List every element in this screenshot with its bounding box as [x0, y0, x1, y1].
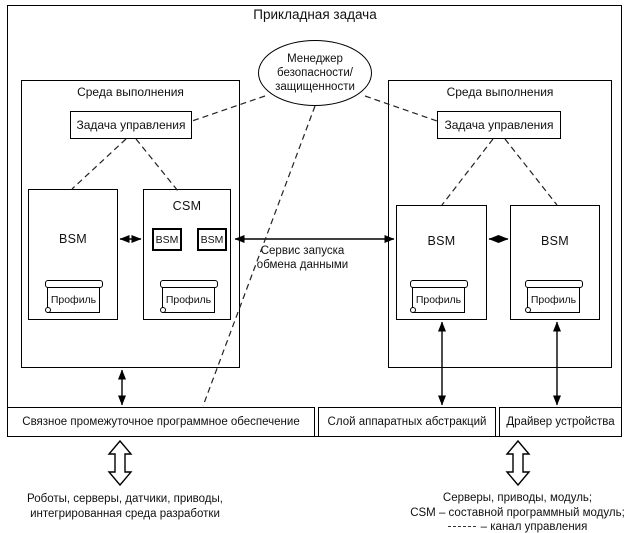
dashed-line-sample-icon — [447, 525, 476, 527]
scroll-curl — [45, 307, 51, 313]
footer-right-text: Серверы, приводы, модуль; CSM – составно… — [395, 491, 630, 533]
exchange-service-line1: Сервис запуска — [260, 245, 345, 257]
footer-right-line3: – канал управления — [395, 520, 630, 533]
profile-label: Профиль — [527, 287, 580, 313]
csm-label: CSM — [172, 199, 202, 213]
scroll-curl — [410, 307, 416, 313]
profile-label: Профиль — [162, 287, 215, 313]
left-execution-env-label: Среда выполнения — [77, 85, 184, 99]
right-execution-env-label: Среда выполнения — [446, 85, 554, 99]
footer-left-line2: интегрированная среда разработки — [30, 507, 220, 520]
footer-left-line1: Роботы, серверы, датчики, приводы, — [27, 493, 223, 505]
security-manager-ellipse: Менеджер безопасности/ защищенности — [258, 40, 372, 106]
scroll-curl — [160, 307, 166, 313]
profile-label: Профиль — [47, 287, 100, 313]
scroll-curl — [525, 307, 531, 313]
security-manager-line2: безопасности/ — [277, 66, 353, 79]
profile-scroll-icon: Профиль — [45, 280, 103, 313]
footer-left-text: Роботы, серверы, датчики, приводы, интег… — [20, 492, 230, 521]
profile-scroll-icon: Профиль — [160, 280, 218, 313]
profile-label: Профиль — [412, 287, 465, 313]
diagram-title: Прикладная задача — [253, 7, 377, 22]
exchange-service-line2: обмена данными — [256, 258, 349, 271]
hollow-double-arrow-icon — [107, 439, 133, 487]
hal-box: Слой аппаратных абстракций — [318, 407, 496, 437]
csm-bsm1-box: BSM — [152, 228, 182, 251]
profile-scroll-icon: Профиль — [525, 280, 583, 313]
footer-right-line1: Серверы, приводы, модуль; — [442, 492, 593, 504]
security-manager-line1: Менеджер — [287, 52, 343, 65]
footer-right-line2: CSM – составной программный модуль; — [410, 506, 625, 519]
control-channel-legend: – канал управления — [480, 521, 588, 533]
profile-scroll-icon: Профиль — [410, 280, 468, 313]
middleware-box: Связное промежуточное программное обеспе… — [7, 407, 315, 437]
left-control-task-box: Задача управления — [70, 111, 192, 139]
hollow-double-arrow-icon — [505, 439, 531, 487]
left-bsm-box: BSM — [28, 189, 118, 320]
device-driver-box: Драйвер устройства — [499, 407, 622, 437]
security-manager-line3: защищенности — [275, 81, 355, 93]
csm-bsm2-box: BSM — [197, 228, 227, 251]
exchange-service-caption: Сервис запуска обмена данными — [240, 245, 365, 273]
right-control-task-box: Задача управления — [437, 111, 561, 139]
